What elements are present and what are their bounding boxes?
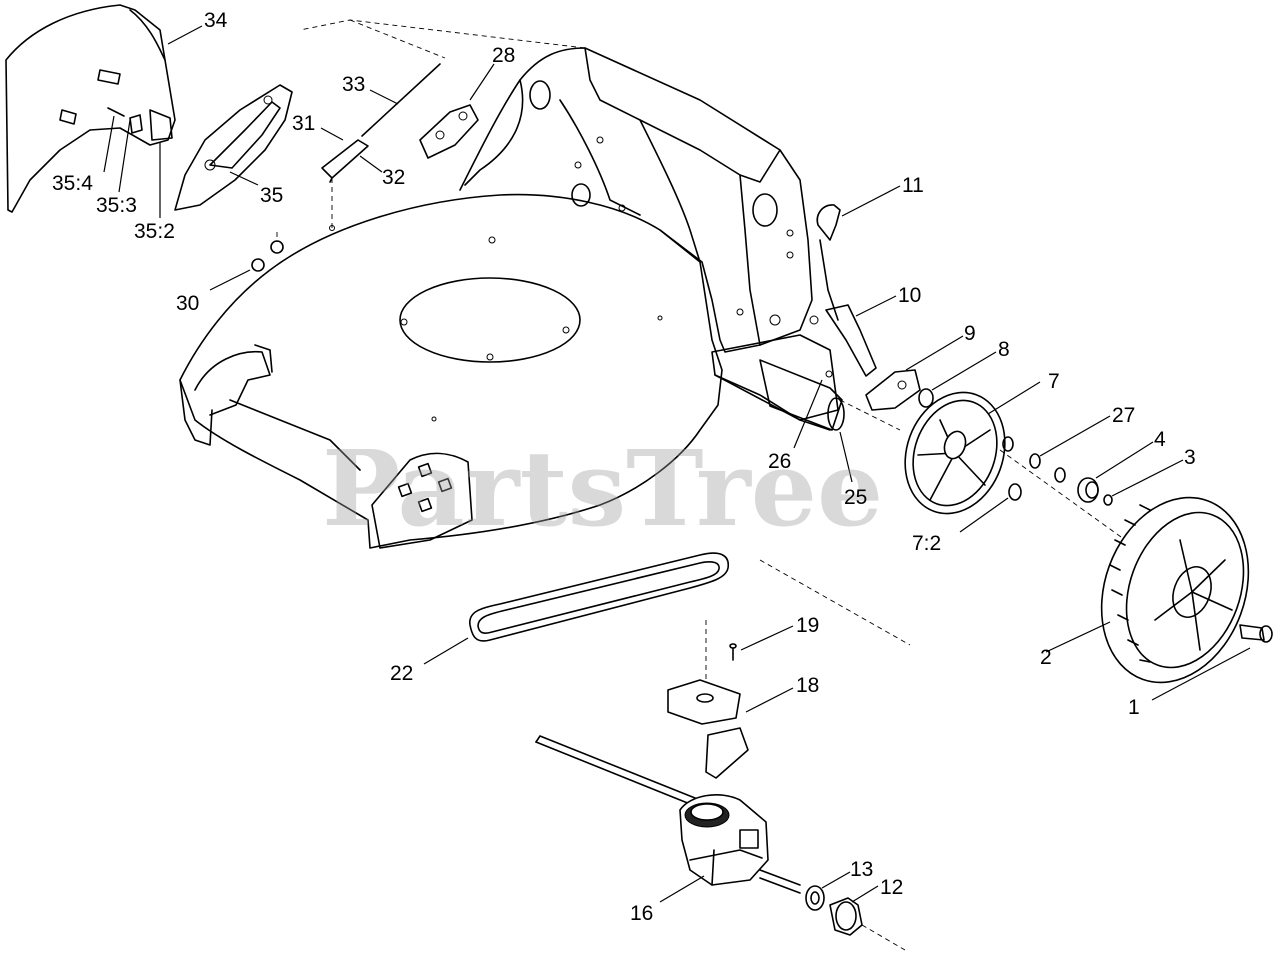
label-32: 32 <box>382 166 405 189</box>
label-35-3: 35:3 <box>96 194 137 217</box>
part-28-plate <box>419 104 479 159</box>
label-31: 31 <box>292 112 315 135</box>
label-34: 34 <box>204 9 228 32</box>
label-3: 3 <box>1184 446 1196 469</box>
part-12-gear <box>829 897 863 936</box>
part-22-belt <box>469 552 729 642</box>
part-30-nut <box>251 232 284 272</box>
label-10: 10 <box>898 284 921 307</box>
part-13-washer <box>805 885 825 911</box>
label-9: 9 <box>964 322 976 345</box>
label-8: 8 <box>998 338 1010 361</box>
label-12: 12 <box>880 876 903 899</box>
label-1: 1 <box>1128 696 1140 719</box>
part-1-bolt <box>1239 624 1273 643</box>
part-2-wheel <box>1100 496 1250 684</box>
label-28: 28 <box>492 44 515 67</box>
part-3-cap <box>1103 494 1113 506</box>
label-35-2: 35:2 <box>134 220 175 243</box>
label-30: 30 <box>176 292 199 315</box>
label-4: 4 <box>1154 428 1166 451</box>
part-19-screw <box>729 643 737 661</box>
label-18: 18 <box>796 674 819 697</box>
label-25: 25 <box>844 486 867 509</box>
part-7-hubcap <box>904 391 1006 515</box>
part-33-rod <box>361 63 441 137</box>
part-7-2-washer <box>1008 483 1022 501</box>
label-7-2: 7:2 <box>912 532 941 555</box>
label-35: 35 <box>260 184 283 207</box>
label-19: 19 <box>796 614 819 637</box>
part-9-plate <box>865 369 921 411</box>
label-7: 7 <box>1048 370 1060 393</box>
part-34-grass-bag <box>5 4 176 213</box>
mower-deck <box>179 193 723 549</box>
part-35-handle-bracket <box>174 84 293 211</box>
label-13: 13 <box>850 858 873 881</box>
part-8-bushing <box>918 388 934 408</box>
part-35-hardware <box>107 107 143 134</box>
label-35-4: 35:4 <box>52 172 93 195</box>
leader-lines <box>103 25 1251 903</box>
label-11: 11 <box>902 174 924 197</box>
callout-labels: 34 33 28 31 32 35 35:4 35:3 35:2 30 11 1… <box>52 9 1196 925</box>
label-22: 22 <box>390 662 413 685</box>
part-25-26-axle <box>759 359 845 431</box>
part-27-washers <box>1002 436 1066 483</box>
part-16-gearbox <box>679 794 769 886</box>
part-18-bracket <box>667 679 749 779</box>
label-33: 33 <box>342 73 365 96</box>
part-31-32-latch <box>321 139 369 231</box>
part-11-lever <box>816 204 841 321</box>
transmission-axle <box>535 735 801 894</box>
label-2: 2 <box>1040 646 1052 669</box>
watermark-text: PartsTree <box>322 427 883 550</box>
part-4-nut <box>1077 477 1099 503</box>
label-26: 26 <box>768 450 791 473</box>
part-10-arm <box>809 304 877 377</box>
label-16: 16 <box>630 902 653 925</box>
label-27: 27 <box>1112 404 1135 427</box>
rear-housing <box>299 19 839 431</box>
